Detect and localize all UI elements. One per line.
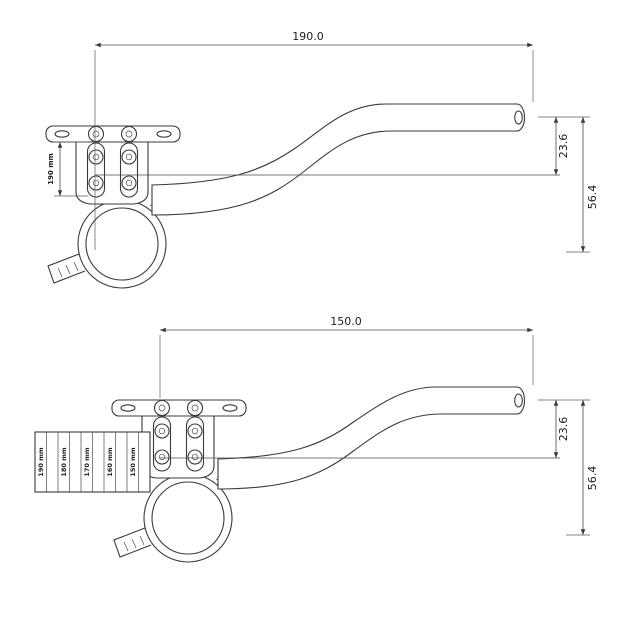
handlebar-clamp-ring-inner [85, 207, 159, 281]
flange-hole-right [186, 399, 204, 417]
bolt-right-bottom [187, 449, 203, 465]
extension-bar [151, 103, 526, 216]
flange-hole-left-inner [92, 130, 100, 138]
ruler-label-160: 160 mm [106, 447, 114, 477]
bottom-view: 190 mm 180 mm 170 mm 160 mm 150 mm 150.0… [34, 315, 599, 563]
length-dim-label: 150.0 [330, 315, 362, 328]
bar-end-cap [514, 393, 523, 408]
clamp-lug-hatch [123, 535, 145, 552]
bolt-left-top [88, 149, 104, 165]
drop-dim-label: 23.6 [557, 134, 570, 159]
bolt-left-bottom-socket [92, 179, 100, 187]
bolt-right-bottom-socket [125, 179, 133, 187]
bolt-left-top-socket [158, 427, 166, 435]
flange-slot-left [54, 130, 70, 138]
bolt-left-top [154, 423, 170, 439]
drop-dim-label: 23.6 [557, 417, 570, 442]
bolt-left-bottom [154, 449, 170, 465]
length-dim-label: 190.0 [292, 30, 324, 43]
bolt-right-top-socket [125, 153, 133, 161]
flange-hole-left [87, 125, 105, 143]
stack-dim-label: 56.4 [586, 185, 599, 210]
bolt-right-top [121, 149, 137, 165]
flange-hole-right-inner [125, 130, 133, 138]
bolt-left-bottom [88, 175, 104, 191]
flange-hole-left-inner [158, 404, 166, 412]
bolt-right-bottom [121, 175, 137, 191]
stack-dim-label: 56.4 [586, 466, 599, 491]
flange-slot-right [156, 130, 172, 138]
bolt-right-bottom-socket [191, 453, 199, 461]
flange-hole-right [120, 125, 138, 143]
clamp-lug-hatch [57, 261, 79, 278]
flange-slot-right [222, 404, 238, 412]
flange-hole-left [153, 399, 171, 417]
ruler-label-190: 190 mm [37, 447, 45, 477]
clamp-lug [47, 253, 86, 284]
ruler-label-170: 170 mm [83, 447, 91, 477]
bolt-left-bottom-socket [158, 453, 166, 461]
mount-flange [111, 399, 247, 417]
top-view: 190.0 190 mm 23.6 56.4 [45, 30, 599, 289]
bolt-right-top-socket [191, 427, 199, 435]
mount-flange [45, 125, 181, 143]
extension-bar [217, 386, 526, 490]
extension-size-label: 190 mm [47, 153, 55, 185]
ruler-label-150: 150 mm [129, 447, 137, 477]
flange-slot-left [120, 404, 136, 412]
bolt-right-top [187, 423, 203, 439]
clamp-lug [113, 527, 152, 558]
bolt-left-top-socket [92, 153, 100, 161]
handlebar-clamp-ring-inner [151, 481, 225, 555]
ruler-label-180: 180 mm [60, 447, 68, 477]
flange-hole-right-inner [191, 404, 199, 412]
bar-end-cap [514, 110, 523, 125]
